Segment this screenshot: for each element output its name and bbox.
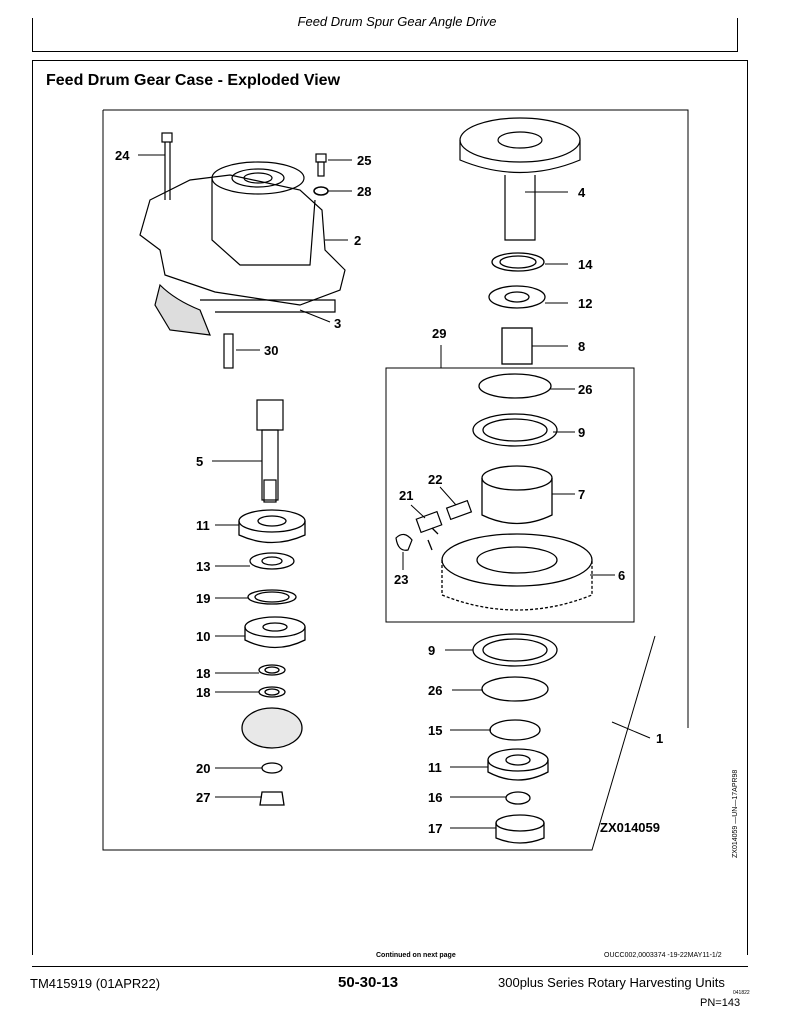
- figure-frame: [103, 109, 689, 728]
- shaft-5: [256, 399, 284, 503]
- ring-19: [247, 589, 297, 605]
- callout-5: 5: [196, 454, 203, 469]
- content-frame: [32, 60, 748, 955]
- pin-30: [223, 333, 234, 369]
- bushing-8: [501, 327, 533, 365]
- spring-21: [415, 510, 443, 534]
- doc-ref: OUCC002,0003374 -19-22MAY11-1/2: [604, 952, 722, 959]
- small-code: 041822: [733, 990, 750, 996]
- seal-14: [491, 252, 545, 272]
- callout-22: 22: [428, 472, 442, 487]
- callout-18-a: 18: [196, 666, 210, 681]
- callout-4: 4: [578, 185, 586, 200]
- callout-20: 20: [196, 761, 210, 776]
- callout-8: 8: [578, 339, 585, 354]
- figure-id: ZX014059: [600, 820, 660, 835]
- section-title: Feed Drum Gear Case - Exploded View: [46, 72, 341, 89]
- snap-ring-16: [505, 791, 531, 805]
- callout-14: 14: [578, 257, 593, 272]
- callout-28: 28: [357, 184, 371, 199]
- ring-9-a: [472, 413, 558, 447]
- gear-case-part: [139, 161, 346, 336]
- callout-3: 3: [334, 316, 341, 331]
- callout-23: 23: [394, 572, 408, 587]
- callout-12: 12: [578, 296, 592, 311]
- washer-20: [261, 762, 283, 774]
- snap-ring-26-a: [478, 373, 552, 399]
- bearing-12: [488, 285, 546, 309]
- flange-shaft-4: [459, 117, 581, 241]
- header-frame: [32, 18, 738, 52]
- callout-17: 17: [428, 821, 442, 836]
- bearing-11-left: [238, 509, 306, 533]
- continued-note: Continued on next page: [376, 952, 456, 959]
- side-code: ZX014059 —UN—17APR98: [732, 770, 739, 858]
- callout-6: 6: [618, 568, 625, 583]
- bolt-24: [161, 132, 173, 200]
- callout-27: 27: [196, 790, 210, 805]
- callout-9-b: 9: [428, 643, 435, 658]
- callout-26-a: 26: [578, 382, 592, 397]
- figure-frame-lower: [102, 110, 656, 851]
- callout-21: 21: [399, 488, 413, 503]
- nut-27: [259, 791, 285, 806]
- callout-7: 7: [578, 487, 585, 502]
- manual-id: TM415919 (01APR22): [30, 976, 161, 991]
- callout-15: 15: [428, 723, 442, 738]
- callout-1: 1: [656, 731, 663, 746]
- callout-9-a: 9: [578, 425, 585, 440]
- callout-19: 19: [196, 591, 210, 606]
- callout-10: 10: [196, 629, 210, 644]
- snap-ring-26-b: [481, 676, 549, 702]
- bolt-25: [315, 153, 327, 177]
- plunger-23: [395, 533, 413, 551]
- pn-number: PN=143: [700, 997, 741, 1009]
- ring-18-a: [258, 664, 286, 676]
- callout-25: 25: [357, 153, 371, 168]
- header-title: Feed Drum Spur Gear Angle Drive: [297, 14, 497, 29]
- sleeve-17: [495, 814, 545, 832]
- callout-13: 13: [196, 559, 210, 574]
- callout-29: 29: [432, 326, 446, 341]
- callout-2: 2: [354, 233, 361, 248]
- callout-30: 30: [264, 343, 278, 358]
- product-name: 300plus Series Rotary Harvesting Units: [498, 975, 725, 990]
- washer-28: [313, 186, 329, 196]
- spring-22: [445, 499, 473, 521]
- subassembly-29-box: [385, 367, 635, 623]
- callout-11-b: 11: [428, 760, 442, 775]
- callout-11-a: 11: [196, 518, 210, 533]
- callout-24: 24: [115, 148, 130, 163]
- gear-6: [441, 533, 593, 587]
- callout-26-b: 26: [428, 683, 442, 698]
- bearing-13: [249, 552, 295, 570]
- callout-16: 16: [428, 790, 442, 805]
- bearing-10: [244, 616, 306, 638]
- footer-rule: [32, 966, 748, 967]
- snap-ring-15: [489, 719, 541, 741]
- page-number: 50-30-13: [338, 974, 399, 991]
- hub-7: [481, 465, 553, 491]
- callout-18-b: 18: [196, 685, 210, 700]
- bearing-11-right: [487, 748, 549, 772]
